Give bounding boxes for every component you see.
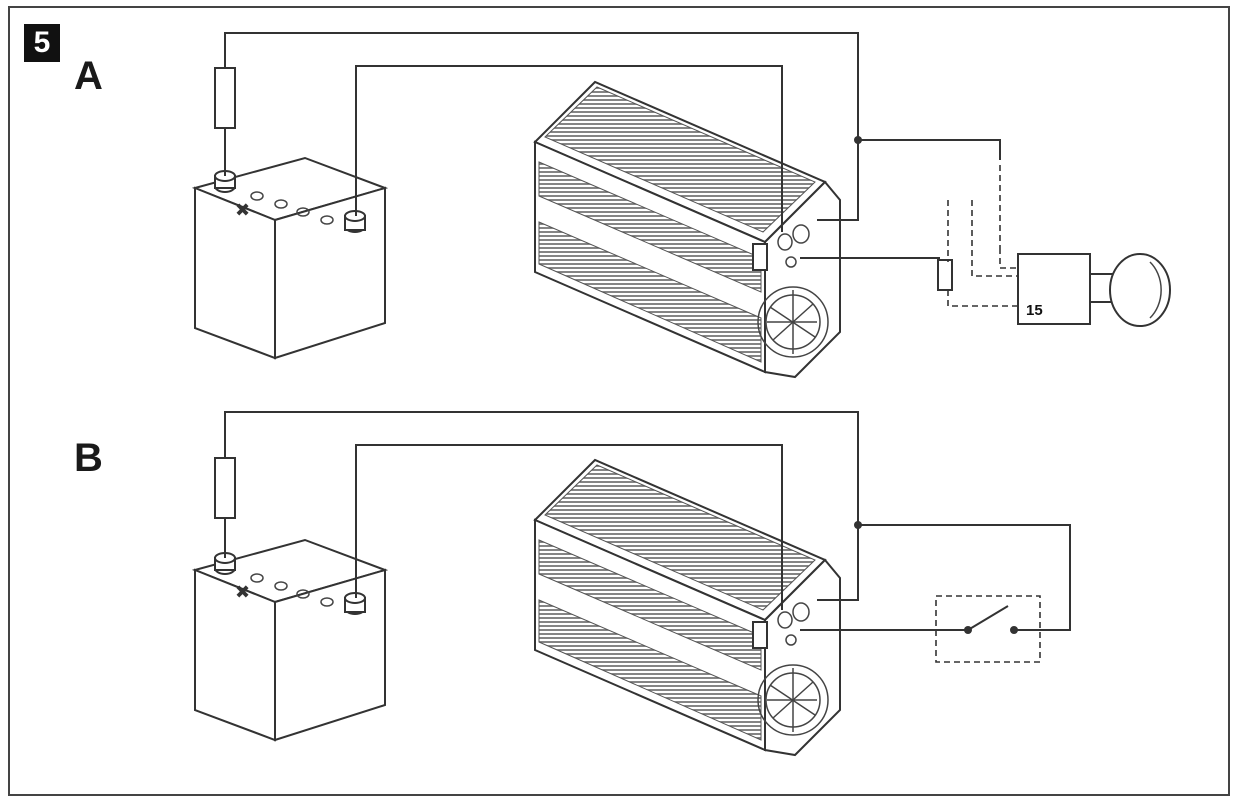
fuse-b [214,457,236,519]
panel-b-diagram [194,411,1071,756]
ignition-key-icon [1109,253,1171,327]
panel-b-label: B [74,436,103,480]
panel-a-diagram: 15 [194,32,1171,378]
fuse-a [214,67,236,129]
ignition-terminal-label: 15 [1026,302,1043,319]
switch-contact [967,605,1009,631]
inverter-a [534,81,841,378]
panel-a-label: A [74,54,103,98]
inverter-b [534,459,841,756]
ignition-switch [1017,253,1091,325]
relay-connector [937,259,953,291]
remote-switch-box [935,595,1041,663]
figure-number: 5 [24,24,60,62]
